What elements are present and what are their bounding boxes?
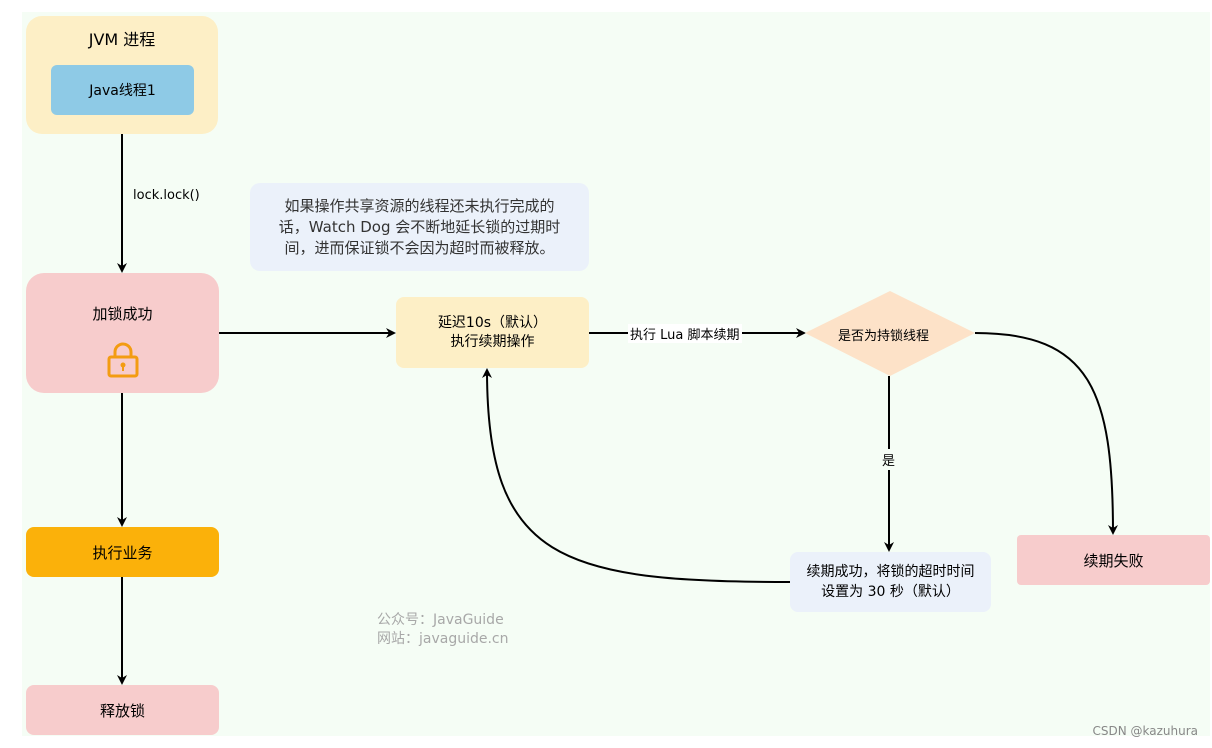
release-lock-label: 释放锁	[99, 701, 145, 720]
delay-line-1: 延迟10s（默认）	[437, 314, 548, 331]
delay-renew-box: 延迟10s（默认） 执行续期操作	[396, 297, 589, 368]
delay-line-2: 执行续期操作	[450, 333, 535, 350]
edge-renew-success-to-delay	[482, 368, 791, 583]
watermark-line-1: 公众号：JavaGuide	[377, 612, 504, 628]
java-thread-box: Java线程1	[51, 65, 194, 115]
renew-success-line-2: 设置为 30 秒（默认）	[821, 584, 960, 600]
watermark: 公众号：JavaGuide 网站：javaguide.cn	[377, 611, 509, 649]
lock-success-box: 加锁成功	[26, 273, 219, 393]
renew-fail-box: 续期失败	[1017, 535, 1210, 585]
lock-success-label: 加锁成功	[92, 305, 153, 323]
lock-call-label: lock.lock()	[133, 188, 200, 203]
note-line-3: 间，进而保证锁不会因为超时而被释放。	[284, 238, 555, 257]
watermark-line-2: 网站：javaguide.cn	[377, 631, 509, 647]
edge-decision-to-renew-fail	[974, 332, 1118, 535]
execute-business-box: 执行业务	[26, 527, 219, 577]
yes-edge-label: 是	[882, 449, 896, 470]
renew-success-line-1: 续期成功，将锁的超时时间	[806, 564, 975, 580]
padlock-icon	[107, 342, 138, 378]
execute-business-label: 执行业务	[92, 543, 153, 562]
renew-success-box: 续期成功，将锁的超时时间 设置为 30 秒（默认）	[790, 552, 991, 612]
csdn-credit: CSDN @kazuhura	[1092, 724, 1198, 738]
diagram-canvas	[22, 12, 1210, 736]
jvm-process-label: JVM 进程	[88, 30, 156, 49]
decision-label: 是否为持锁线程	[838, 329, 930, 344]
lua-edge-label: 执行 Lua 脚本续期	[628, 324, 742, 343]
note-line-1: 如果操作共享资源的线程还未执行完成的	[284, 196, 555, 215]
java-thread-label: Java线程1	[89, 83, 156, 99]
note-line-2: 话，Watch Dog 会不断地延长锁的过期时	[278, 217, 561, 236]
decision-diamond	[805, 291, 975, 376]
release-lock-box: 释放锁	[26, 685, 219, 735]
watchdog-note: 如果操作共享资源的线程还未执行完成的 话，Watch Dog 会不断地延长锁的过…	[250, 183, 589, 271]
renew-fail-label: 续期失败	[1083, 551, 1144, 570]
